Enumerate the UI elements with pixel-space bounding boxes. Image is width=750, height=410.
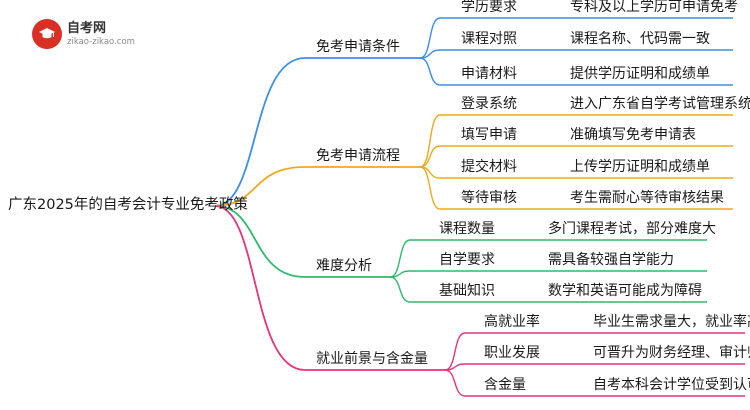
child-detail-label: 毕业生需求量大，就业率高 [593,314,750,330]
branch-connector [214,205,445,371]
child-connector [419,145,733,168]
child-item-label: 基础知识 [439,283,495,299]
child-item-label: 申请材料 [461,66,517,82]
child-item-label: 提交材料 [461,159,517,175]
branch-label: 就业前景与含金量 [316,351,428,367]
child-item-label: 高就业率 [484,314,540,330]
branch-label: 免考申请条件 [316,39,400,55]
child-detail-label: 需具备较强自学能力 [548,252,674,268]
child-detail-label: 可晋升为财务经理、审计师 [593,345,750,361]
child-item-label: 职业发展 [484,345,540,361]
graduation-cap-icon [39,28,55,39]
child-item-label: 填写申请 [461,127,517,143]
child-item-label: 学历要求 [461,0,517,15]
child-detail-label: 提供学历证明和成绩单 [570,66,710,82]
child-connector [419,57,733,86]
child-connector [444,363,745,371]
logo-title: 自考网 [67,21,107,36]
branch-label: 难度分析 [316,258,372,274]
child-connector [419,17,733,59]
site-logo: 自考网 zikao-zikao.com [30,15,150,55]
child-connector [389,239,707,278]
child-item-label: 自学要求 [439,252,495,268]
child-detail-label: 数学和英语可能成为障碍 [548,283,702,299]
branch-connector [214,57,420,207]
child-connector [389,276,707,303]
child-detail-label: 多门课程考试，部分难度大 [548,221,716,237]
child-detail-label: 上传学历证明和成绩单 [570,159,710,175]
branch-connector [214,166,420,207]
child-item-label: 登录系统 [461,96,517,112]
child-detail-label: 进入广东省自学考试管理系统 [570,96,750,112]
child-connector [444,332,745,371]
child-detail-label: 专科及以上学历可申请免考 [570,0,738,15]
child-connector [444,369,745,397]
child-connector [419,166,733,210]
child-item-label: 课程对照 [461,31,517,47]
child-connector [419,114,733,168]
child-detail-label: 自考本科会计学位受到认可 [593,377,750,393]
child-detail-label: 准确填写免考申请表 [570,127,696,143]
branch-label: 免考申请流程 [316,148,400,164]
branch-connector [214,205,390,278]
logo-url: zikao-zikao.com [67,37,135,47]
child-item-label: 等待审核 [461,190,517,206]
child-detail-label: 考生需耐心等待审核结果 [570,190,724,206]
child-item-label: 课程数量 [439,221,495,237]
child-connector [389,270,707,278]
child-detail-label: 课程名称、代码需一致 [570,31,710,47]
root-topic: 广东2025年的自考会计专业免考政策 [8,197,248,213]
child-item-label: 含金量 [484,377,526,393]
child-connector [419,49,733,59]
